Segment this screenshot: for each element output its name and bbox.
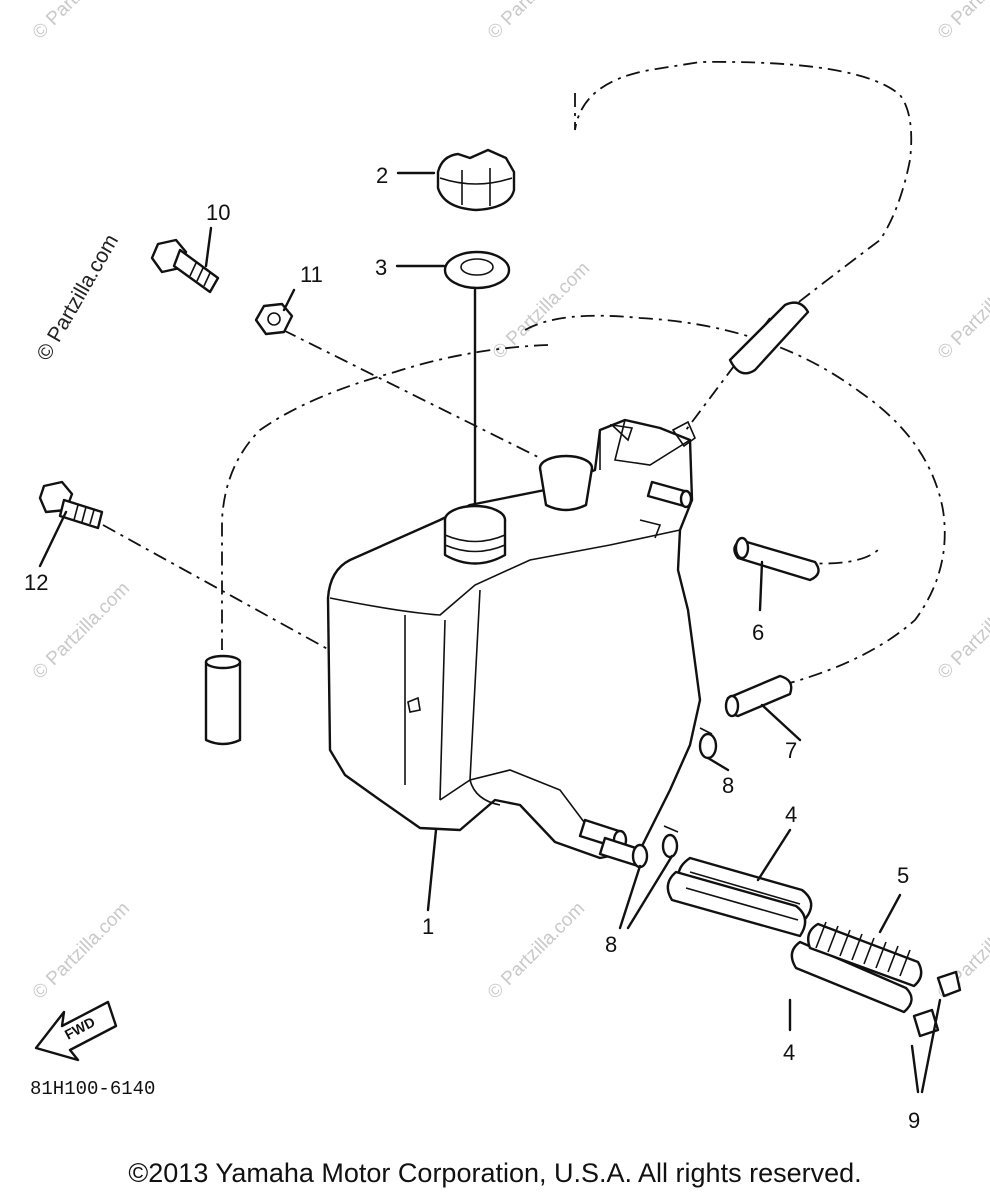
callout-3: 3: [375, 255, 387, 280]
callout-12: 12: [24, 570, 48, 595]
hose-6-part: [733, 536, 820, 582]
diagram-part-code: 81H100-6140: [30, 1078, 155, 1100]
callout-8-lower: 8: [605, 932, 617, 957]
cap-part: [436, 148, 516, 212]
watermark: © Partzilla.com: [29, 0, 134, 44]
hose-7-part: [724, 674, 793, 718]
callout-11: 11: [300, 262, 323, 287]
callout-1: 1: [422, 914, 434, 939]
callout-9: 9: [908, 1108, 920, 1133]
leader-lines: [38, 171, 942, 1094]
watermark: © Partzilla.com: [484, 0, 589, 44]
callout-6: 6: [752, 620, 764, 645]
callout-4-upper: 4: [785, 802, 797, 827]
bolt-10-part: [150, 238, 220, 294]
copyright-notice: ©2013 Yamaha Motor Corporation, U.S.A. A…: [128, 1158, 862, 1188]
oil-tank-part: [326, 418, 702, 869]
watermark: © Partzilla.com: [934, 0, 990, 44]
watermark: © Partzilla.com: [29, 898, 134, 1003]
spring-5-part: [807, 921, 923, 988]
fwd-arrow-icon: FWD: [34, 1000, 118, 1062]
callout-2: 2: [376, 163, 388, 188]
clips-9-part: [912, 970, 962, 1038]
hose-4-upper-part: [666, 856, 813, 938]
callout-7: 7: [785, 738, 797, 763]
watermark: © Partzilla.com: [934, 578, 990, 683]
callout-4-lower: 4: [783, 1040, 795, 1065]
callout-5: 5: [897, 863, 909, 888]
watermark-primary: © Partzilla.com: [32, 230, 123, 364]
hose-upper-part: [728, 301, 810, 375]
callout-10: 10: [206, 200, 230, 225]
bolt-12-part: [38, 480, 104, 530]
watermark: © Partzilla.com: [934, 258, 990, 363]
hose-left-part: [204, 654, 242, 746]
hose-4-lower-part: [790, 940, 913, 1014]
nut-11-part: [254, 302, 294, 336]
callout-labels: 2 3 10 11 12 1 6 7 8 8 4 5 4 9: [24, 163, 920, 1133]
callout-8-upper: 8: [722, 773, 734, 798]
gasket-part: [443, 250, 511, 290]
clamps-8-part: [631, 727, 718, 869]
watermark: © Partzilla.com: [484, 898, 589, 1003]
